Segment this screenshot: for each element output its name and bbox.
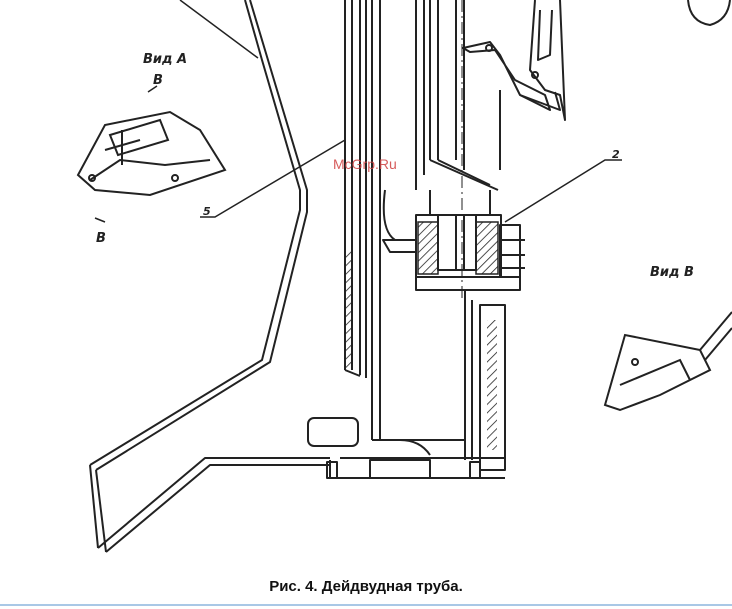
view-a-section-bottom: В [96, 231, 106, 246]
corner-fragment [687, 0, 731, 27]
view-a-title: Вид А [143, 52, 188, 67]
hull-contour [89, 0, 330, 553]
watermark: McGrp.Ru [333, 156, 397, 172]
shaft [415, 0, 501, 191]
bottom-rule [0, 604, 732, 606]
view-b-detail [603, 311, 732, 412]
gland-assembly [382, 189, 525, 291]
view-a-detail [76, 85, 227, 223]
technical-drawing [76, 0, 732, 553]
lower-housing [307, 290, 506, 479]
stern-tube-walls [344, 0, 381, 441]
callout-part-2: 2 [612, 148, 620, 161]
lever-mechanism [462, 0, 566, 121]
seal-hatching [345, 221, 499, 450]
view-a-section-top: В [153, 73, 163, 88]
callout-part-5: 5 [203, 205, 211, 218]
view-b-title: Вид В [650, 265, 694, 280]
figure-caption: Рис. 4. Дейдвудная труба. [269, 578, 463, 595]
